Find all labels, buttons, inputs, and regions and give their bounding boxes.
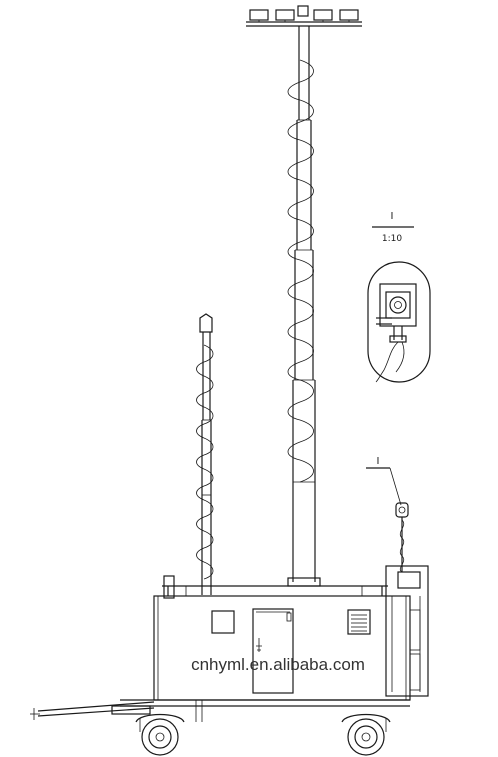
front-wheel xyxy=(135,713,185,756)
trailer-housing xyxy=(153,575,411,701)
trailer-chassis xyxy=(30,699,410,722)
watermark-text: cnhyml.en.alibaba.com xyxy=(191,655,365,674)
rear-equipment xyxy=(385,565,429,697)
detail-callout-label: I xyxy=(391,211,394,222)
lamp-head xyxy=(246,5,362,27)
detail-callout-scale: 1:10 xyxy=(382,234,402,244)
main-mast-spiral-cable xyxy=(287,59,314,483)
detail-leader: I xyxy=(366,456,402,506)
detail-leader-label: I xyxy=(377,456,380,467)
secondary-mast-spiral-cable xyxy=(196,344,214,580)
rear-wheel xyxy=(341,713,391,756)
detail-view xyxy=(367,261,431,383)
main-mast xyxy=(287,26,321,587)
side-pole xyxy=(395,502,409,573)
detail-callout: I 1:10 xyxy=(372,211,414,244)
